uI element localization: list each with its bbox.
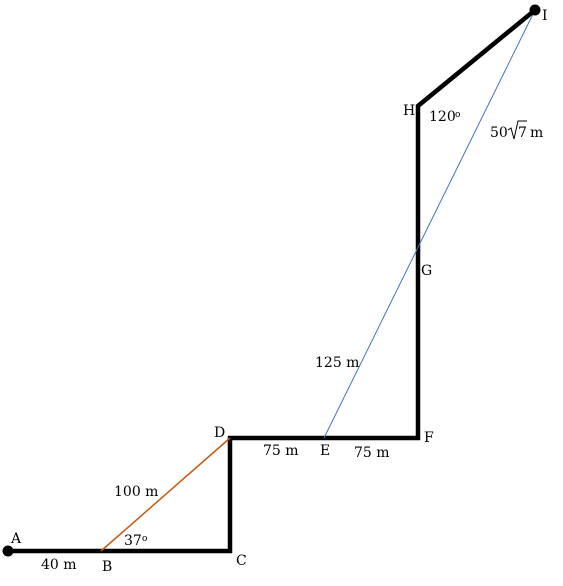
label-length-bd: 100 m [114, 484, 158, 500]
label-point-a: A [10, 531, 22, 547]
label-point-i: I [542, 8, 548, 24]
label-angle-b-degree: o [142, 534, 147, 544]
label-point-c: C [236, 553, 247, 569]
label-point-h: H [403, 103, 415, 119]
line-bd [100, 437, 231, 552]
label-length-gi-radicand: 7 [518, 125, 527, 141]
label-point-b: B [102, 559, 112, 575]
point-a-dot [2, 545, 14, 557]
label-length-gi: 50 7 m [490, 120, 543, 141]
point-i-dot [529, 4, 541, 16]
line-ei [323, 9, 536, 439]
label-angle-h-value: 120 [429, 109, 456, 125]
label-angle-h: 120 o [429, 109, 460, 125]
label-point-f: F [424, 430, 434, 446]
path-a-to-i [5, 6, 539, 554]
radical-sign [507, 120, 527, 140]
label-point-d: D [214, 425, 225, 441]
label-angle-b-value: 37 [124, 533, 142, 549]
label-angle-h-degree: o [455, 110, 460, 120]
label-length-gi-coef: 50 [490, 125, 508, 141]
label-length-gi-unit: m [530, 125, 543, 141]
label-point-g: G [421, 263, 432, 279]
label-length-ab: 40 m [41, 557, 77, 573]
label-length-eg: 125 m [315, 355, 359, 371]
label-angle-b: 37 o [124, 533, 147, 549]
label-point-e: E [320, 443, 330, 459]
label-length-de: 75 m [263, 443, 299, 459]
label-length-ef: 75 m [354, 445, 390, 461]
